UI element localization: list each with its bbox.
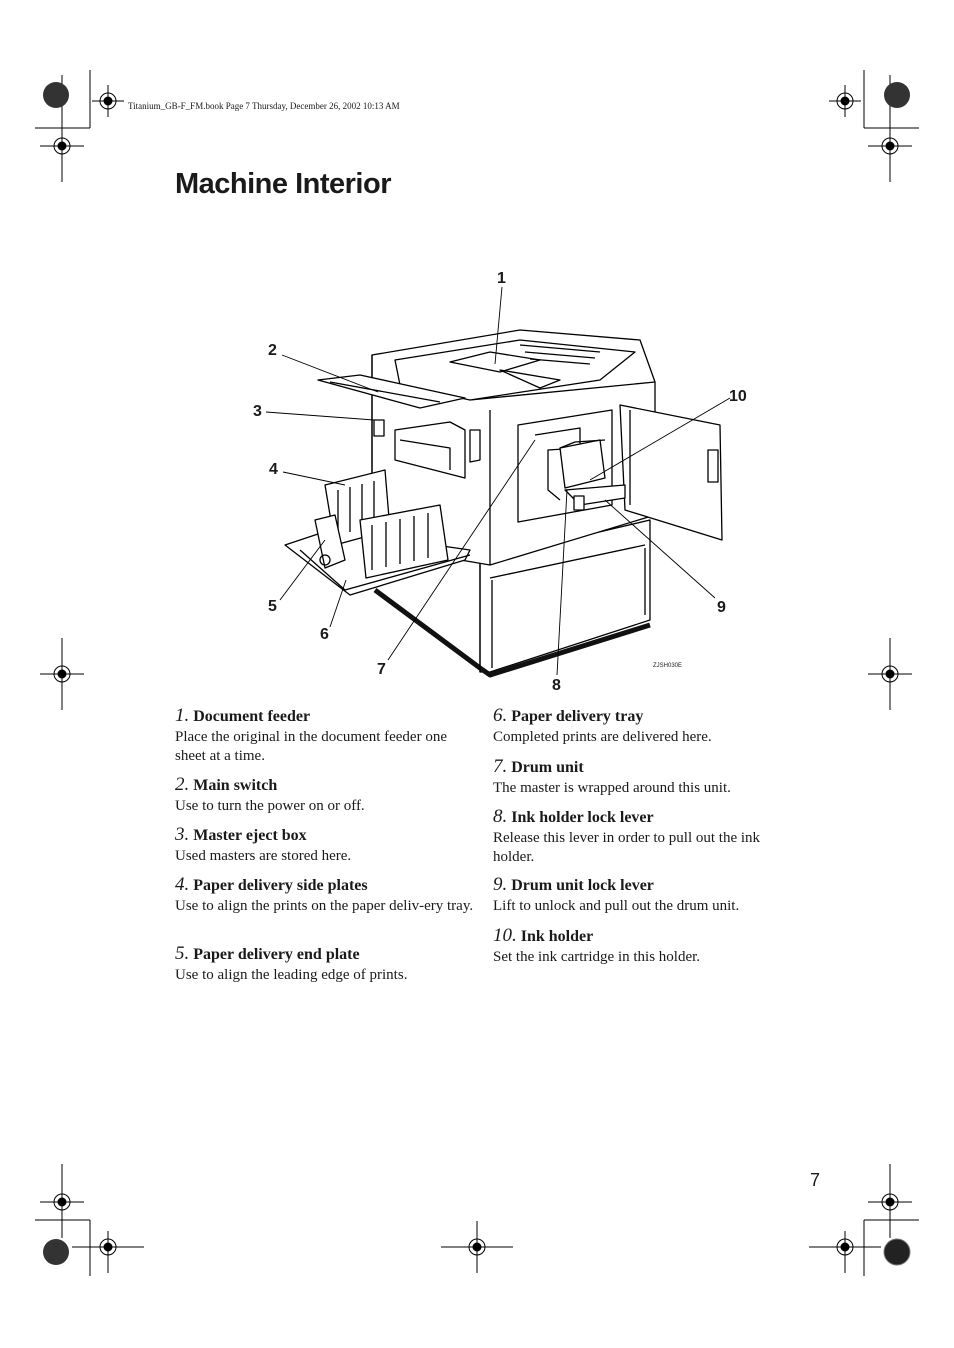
callout-2: 2: [268, 342, 277, 359]
item-description: The master is wrapped around this unit.: [493, 780, 731, 796]
item-title: Paper delivery end plate: [193, 946, 360, 963]
list-item: 1. Document feeder Place the original in…: [175, 706, 475, 766]
list-item: 8. Ink holder lock lever Release this le…: [493, 807, 793, 867]
item-title: Drum unit: [511, 759, 584, 776]
front-door: [619, 404, 723, 541]
item-description: Lift to unlock and pull out the drum uni…: [493, 898, 740, 914]
list-item: 10. Ink holder Set the ink cartridge in …: [493, 926, 793, 967]
callout-5: 5: [268, 598, 277, 615]
callout-1: 1: [497, 270, 506, 287]
item-title: Paper delivery side plates: [193, 877, 368, 894]
paper-delivery-end-plate: [314, 514, 346, 569]
item-description: Place the original in the document feede…: [175, 729, 447, 764]
paper-delivery-side-plates: [324, 469, 449, 579]
list-item: 2. Main switch Use to turn the power on …: [175, 775, 475, 816]
item-title: Ink holder lock lever: [511, 809, 654, 826]
item-number: 10.: [493, 925, 517, 946]
item-number: 4.: [175, 874, 190, 895]
callout-3: 3: [253, 403, 262, 420]
crosshair-targets: [40, 85, 912, 1273]
list-item: 9. Drum unit lock lever Lift to unlock a…: [493, 875, 793, 916]
item-description: Used masters are stored here.: [175, 848, 352, 864]
item-title: Main switch: [193, 777, 278, 794]
callout-9: 9: [717, 599, 726, 616]
item-number: 8.: [493, 806, 508, 827]
page-title: Machine Interior: [175, 168, 392, 200]
item-description: Use to align the prints on the paper del…: [175, 898, 474, 914]
item-title: Document feeder: [193, 708, 311, 725]
callout-7: 7: [377, 661, 386, 678]
item-description: Use to turn the power on or off.: [175, 798, 365, 814]
item-number: 5.: [175, 943, 190, 964]
item-title: Drum unit lock lever: [511, 877, 654, 894]
callout-4: 4: [269, 461, 278, 478]
figure-code: ZJSH030E: [653, 663, 683, 669]
item-number: 7.: [493, 756, 508, 777]
page-number: 7: [810, 1170, 821, 1190]
list-item: 4. Paper delivery side plates Use to ali…: [175, 875, 475, 916]
drum-and-ink-holder: [517, 409, 626, 523]
file-info-header: Titanium_GB-F_FM.book Page 7 Thursday, D…: [128, 101, 400, 111]
color-target-circles: [43, 82, 911, 1266]
cabinet-stand: [373, 519, 651, 678]
item-title: Paper delivery tray: [511, 708, 644, 725]
item-number: 2.: [175, 774, 190, 795]
item-number: 1.: [175, 705, 190, 726]
callout-8: 8: [552, 677, 561, 694]
item-number: 9.: [493, 874, 508, 895]
item-description: Use to align the leading edge of prints.: [175, 967, 408, 983]
leader-lines: [265, 286, 731, 676]
item-description: Completed prints are delivered here.: [493, 729, 712, 745]
item-title: Master eject box: [193, 827, 307, 844]
item-description: Set the ink cartridge in this holder.: [493, 949, 701, 965]
callout-10: 10: [729, 388, 747, 405]
item-number: 6.: [493, 705, 508, 726]
item-title: Ink holder: [520, 928, 594, 945]
list-item: 6. Paper delivery tray Completed prints …: [493, 706, 793, 747]
item-description: Release this lever in order to pull out …: [493, 830, 761, 865]
item-number: 3.: [175, 824, 190, 845]
list-item: 3. Master eject box Used masters are sto…: [175, 825, 475, 866]
list-item: 7. Drum unit The master is wrapped aroun…: [493, 757, 793, 798]
master-eject-area: [373, 419, 481, 479]
callout-6: 6: [320, 626, 329, 643]
list-item: 5. Paper delivery end plate Use to align…: [175, 944, 475, 985]
